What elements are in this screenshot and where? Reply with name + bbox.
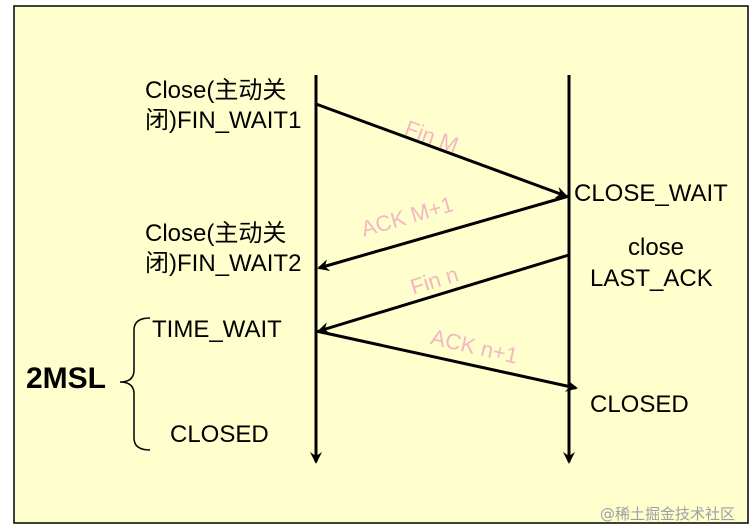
msl-label: 2MSL (26, 362, 107, 395)
client-close-active-1: Close(主动关 闭)FIN_WAIT1 (145, 76, 301, 136)
msl-brace (119, 317, 151, 451)
fin-n-arrow (317, 253, 570, 334)
client-close-active-1-line1: Close(主动关 (145, 77, 287, 104)
client-closed: CLOSED (170, 421, 269, 448)
fin-m-arrow (315, 102, 568, 199)
ack-n1-arrow (315, 329, 578, 392)
watermark-text: @稀土掘金技术社区 (600, 505, 736, 523)
server-last-ack: LAST_ACK (590, 265, 713, 292)
client-time-wait: TIME_WAIT (152, 316, 282, 343)
diagram-frame (13, 5, 749, 524)
server-close-wait: CLOSE_WAIT (574, 180, 728, 207)
client-close-active-2-line2: 闭)FIN_WAIT2 (145, 250, 302, 277)
client-close-active-1-line2: 闭)FIN_WAIT1 (145, 107, 302, 134)
server-close: close (628, 234, 685, 261)
client-close-active-2-line1: Close(主动关 (145, 220, 287, 247)
ack-m1-arrow (317, 194, 570, 271)
client-close-active-2: Close(主动关 闭)FIN_WAIT2 (145, 219, 301, 279)
server-closed: CLOSED (590, 391, 689, 418)
